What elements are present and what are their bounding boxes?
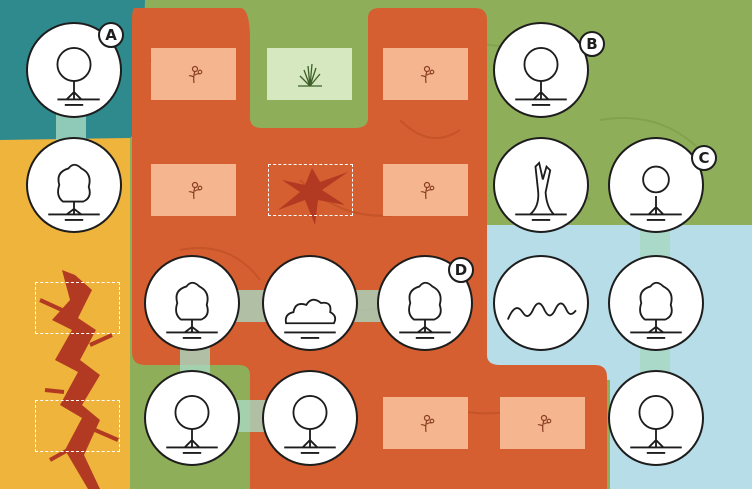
tree-tile[interactable] xyxy=(608,370,704,466)
tree-tile[interactable] xyxy=(493,22,589,118)
tree-tile[interactable] xyxy=(608,255,704,351)
tree-icon xyxy=(610,139,702,231)
dead-tree-icon xyxy=(495,139,587,231)
tree-icon xyxy=(610,257,702,349)
tree-tile[interactable] xyxy=(144,255,240,351)
empty-slot[interactable] xyxy=(268,164,353,216)
flower-icon xyxy=(183,179,205,201)
flower-icon xyxy=(415,179,437,201)
bush-icon xyxy=(264,257,356,349)
tree-tile[interactable] xyxy=(608,137,704,233)
tree-tile[interactable] xyxy=(26,137,122,233)
tree-icon xyxy=(146,372,238,464)
flower-card[interactable] xyxy=(383,48,468,100)
tree-icon xyxy=(28,139,120,231)
tree-icon xyxy=(146,257,238,349)
label-badge-c: C xyxy=(691,145,717,171)
flower-icon xyxy=(415,412,437,434)
wave-tile[interactable] xyxy=(493,255,589,351)
dead-tree-tile[interactable] xyxy=(493,137,589,233)
grass-card[interactable] xyxy=(267,48,352,100)
flower-card[interactable] xyxy=(151,48,236,100)
label-badge-b: B xyxy=(579,31,605,57)
tree-icon xyxy=(264,372,356,464)
bush-tile[interactable] xyxy=(262,255,358,351)
grass-icon xyxy=(293,60,327,88)
flower-icon xyxy=(532,412,554,434)
label-badge-d: D xyxy=(448,257,474,283)
label-badge-a: A xyxy=(98,22,124,48)
flower-card[interactable] xyxy=(383,397,468,449)
flower-card[interactable] xyxy=(383,164,468,216)
empty-slot[interactable] xyxy=(35,282,120,334)
flower-icon xyxy=(183,63,205,85)
tree-tile[interactable] xyxy=(262,370,358,466)
tree-icon xyxy=(610,372,702,464)
tree-tile[interactable] xyxy=(144,370,240,466)
empty-slot[interactable] xyxy=(35,400,120,452)
wave-icon xyxy=(495,257,587,349)
tree-icon xyxy=(495,24,587,116)
flower-card[interactable] xyxy=(151,164,236,216)
flower-icon xyxy=(415,63,437,85)
flower-card[interactable] xyxy=(500,397,585,449)
